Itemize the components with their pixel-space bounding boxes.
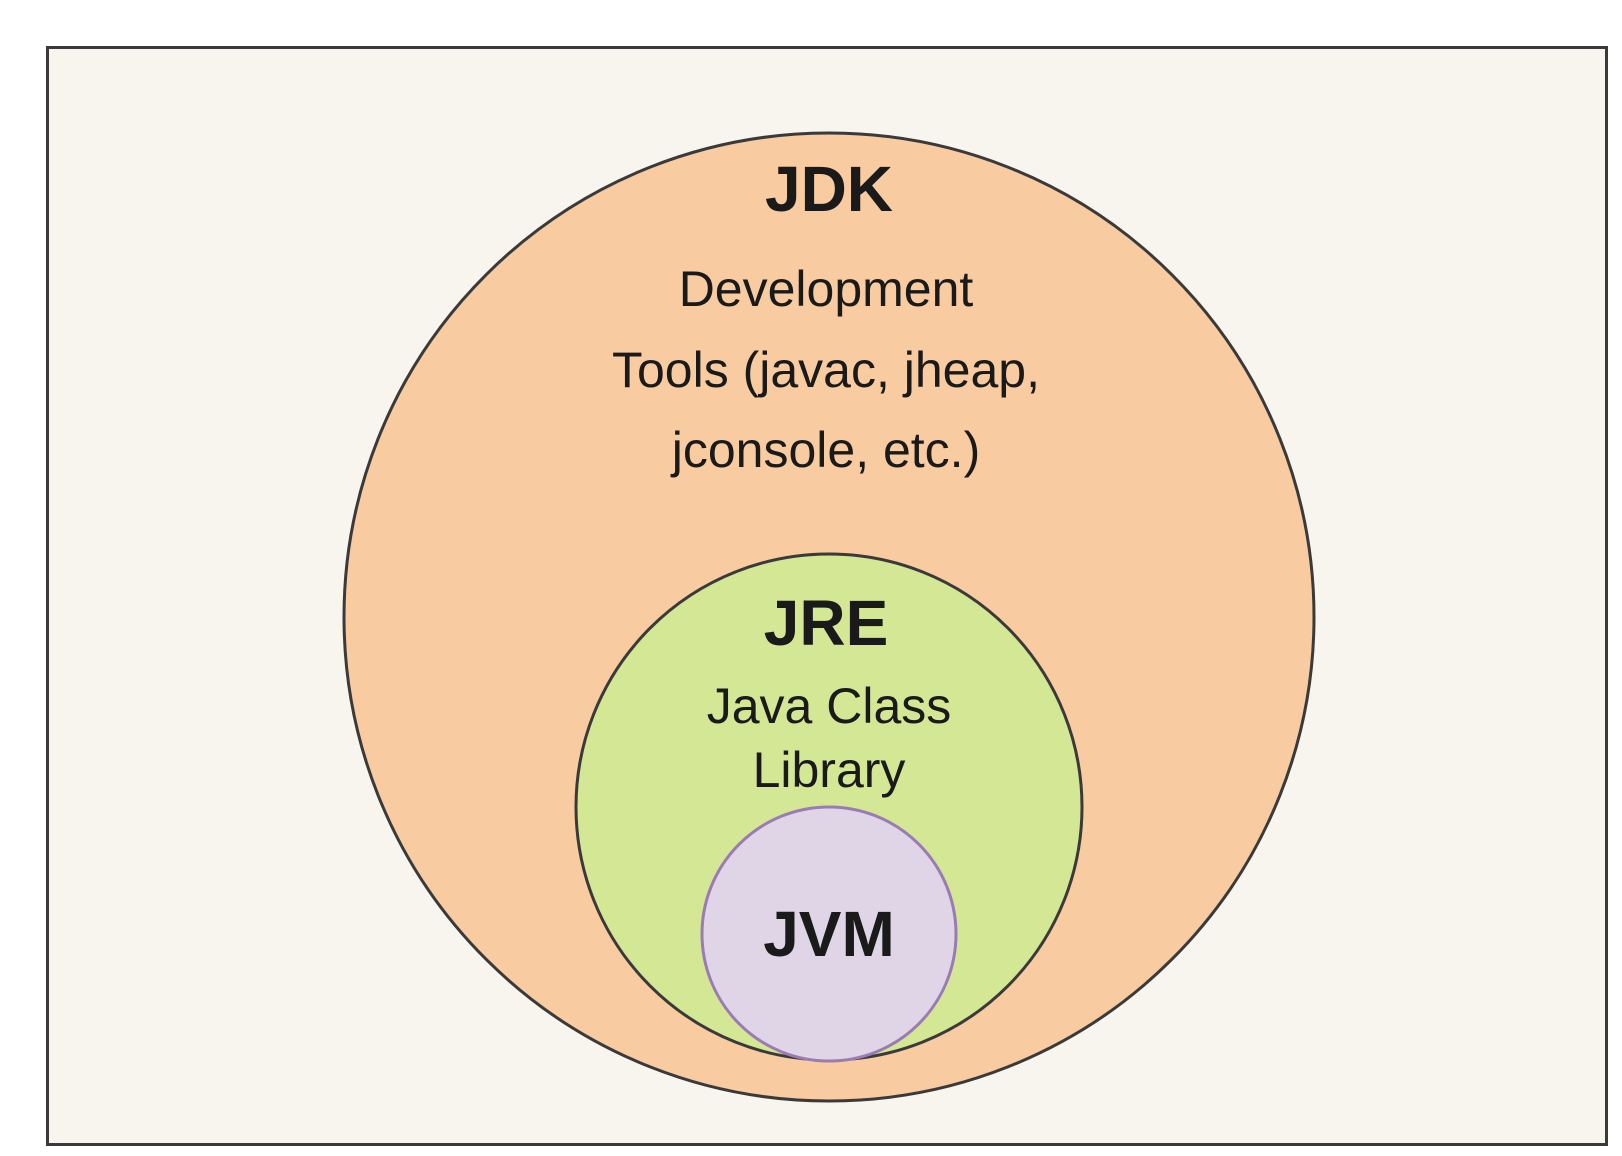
jdk-description-line-2: Tools (javac, jheap, (612, 342, 1040, 398)
diagram-frame (46, 46, 1608, 1146)
jre-title: JRE (764, 587, 889, 659)
jdk-description-line-3: jconsole, etc.) (670, 422, 980, 478)
jvm-group: JVM (700, 805, 958, 1063)
jre-description-line-2: Library (753, 742, 906, 798)
jre-description-line-1: Java Class (707, 678, 952, 734)
jdk-description-line-1: Development (679, 261, 974, 317)
jvm-title: JVM (763, 898, 895, 970)
jdk-title: JDK (765, 153, 893, 225)
jvm-circle (700, 805, 958, 1063)
